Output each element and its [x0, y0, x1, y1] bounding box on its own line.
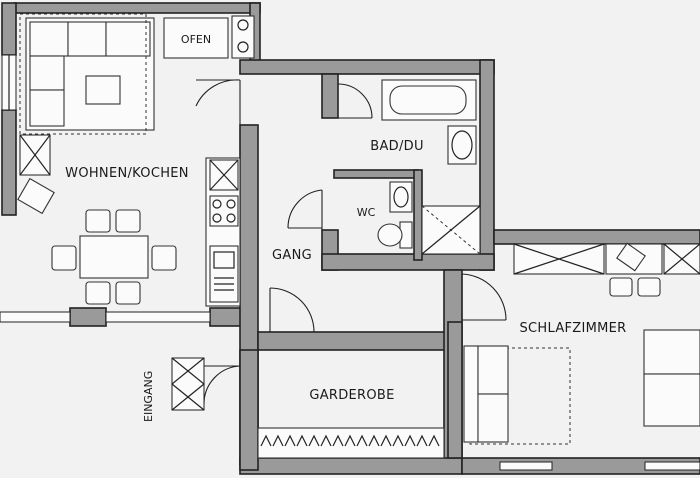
- wall-bath-bottom: [321, 253, 495, 271]
- wall-bedroom-top: [493, 229, 700, 245]
- wall-living-bottom-pier: [69, 307, 107, 327]
- wall-wc-shower: [413, 169, 423, 261]
- label-wohnen-kochen: WOHNEN/KOCHEN: [65, 166, 189, 181]
- bedroom-wardrobe: [513, 243, 700, 275]
- doors: [195, 79, 507, 405]
- wall-garderobe-top: [257, 331, 451, 351]
- wall-bath-right: [479, 59, 495, 271]
- label-schlafzimmer: SCHLAFZIMMER: [519, 321, 626, 336]
- windows: [0, 54, 700, 471]
- wall-living-top: [13, 2, 261, 14]
- label-eingang: EINGANG: [142, 371, 155, 422]
- wall-living-bottom-right: [209, 307, 243, 327]
- cooktop-top: [231, 15, 255, 59]
- window-living-bottom-left: [0, 311, 71, 323]
- wall-living-left-upper: [1, 2, 17, 56]
- wardrobe-rack: [257, 427, 445, 459]
- shower: [421, 205, 481, 255]
- bed-left: [463, 345, 571, 445]
- label-gang: GANG: [272, 248, 312, 263]
- wall-wc-top: [333, 169, 419, 179]
- bedroom-desk: [605, 242, 663, 297]
- entrance-mat: [171, 357, 205, 411]
- label-bad-du: BAD/DU: [370, 139, 424, 154]
- dining-table: [51, 209, 177, 305]
- window-bedroom-bottom-right: [644, 461, 700, 471]
- wall-garderobe-bottom: [239, 457, 463, 475]
- wall-entry: [239, 349, 259, 471]
- label-ofen: OFEN: [181, 33, 211, 46]
- armchair-left: [17, 177, 55, 215]
- wall-living-left-lower: [1, 109, 17, 216]
- window-living-bottom-right: [105, 311, 211, 323]
- coffee-table: [85, 75, 121, 105]
- label-wc: WC: [357, 206, 376, 219]
- wall-core-top: [239, 59, 495, 75]
- bath-sink: [447, 125, 477, 165]
- wall-bedroom-left: [447, 321, 463, 459]
- shelf-left: [19, 134, 51, 176]
- wall-bath-left-upper: [321, 73, 339, 119]
- kitchen-counter: [205, 157, 241, 307]
- bathtub: [381, 79, 477, 121]
- stove: OFEN: [163, 17, 229, 59]
- bed-right: [643, 329, 700, 427]
- window-bedroom-bottom-left: [499, 461, 553, 471]
- wc-toilet: [377, 221, 413, 249]
- label-garderobe: GARDEROBE: [309, 388, 394, 403]
- wc-sink: [389, 181, 413, 213]
- sofa-l: [19, 13, 155, 135]
